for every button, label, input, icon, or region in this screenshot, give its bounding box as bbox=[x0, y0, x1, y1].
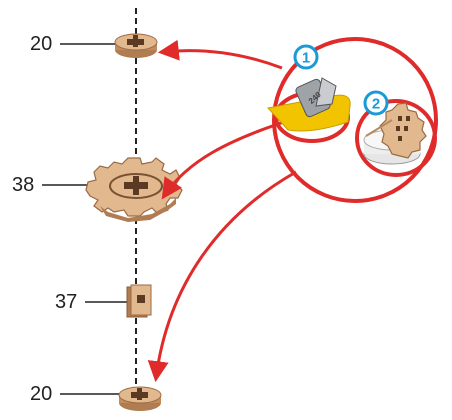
step-1-number: 1 bbox=[302, 50, 310, 67]
arrow-to-bottom-disc bbox=[147, 170, 297, 383]
part-20-top-disc bbox=[114, 33, 158, 58]
part-label-37: 37 bbox=[55, 291, 78, 313]
part-label-38: 38 bbox=[12, 174, 35, 196]
part-label-bottom-20: 20 bbox=[30, 383, 53, 405]
part-label-top-20: 20 bbox=[30, 33, 53, 55]
sandpaper-icon: 240 bbox=[267, 77, 351, 143]
part-37-block bbox=[126, 284, 152, 318]
part-20-bottom-disc bbox=[118, 386, 162, 411]
step-2-number: 2 bbox=[372, 96, 380, 113]
arrow-to-top-disc bbox=[157, 39, 283, 70]
gear-on-wax-icon bbox=[355, 99, 437, 177]
step-2-badge: 2 bbox=[363, 90, 389, 116]
arrow-to-gear bbox=[161, 120, 285, 200]
step-1-badge: 1 bbox=[293, 44, 319, 70]
